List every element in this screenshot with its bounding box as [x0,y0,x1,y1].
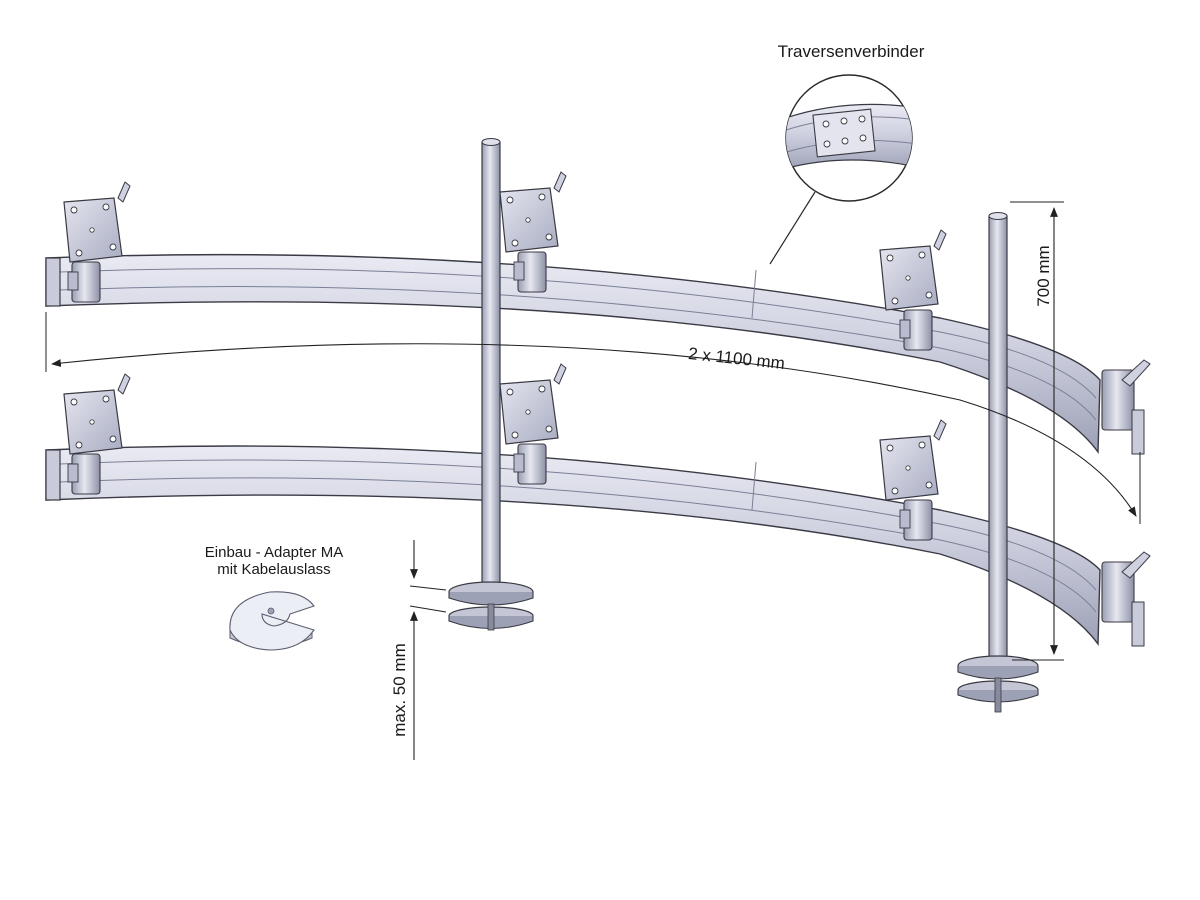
lower-mounts [63,363,1151,647]
height-label: 700 mm [1034,245,1053,306]
height-dimension: 700 mm [1010,201,1064,661]
connector-detail: Traversenverbinder [769,42,925,265]
cable-adapter: Einbau - Adapter MA mit Kabelauslass [205,544,343,651]
connector-label: Traversenverbinder [778,42,925,61]
clamp-dimension: max. 50 mm [390,540,447,760]
width-label: 2 x 1100 mm [687,344,785,373]
adapter-label-line1: Einbau - Adapter MA [205,544,343,561]
adapter-label-line2: mit Kabelauslass [217,561,330,578]
pole-right [957,212,1039,713]
clamp-thickness-label: max. 50 mm [390,643,409,737]
